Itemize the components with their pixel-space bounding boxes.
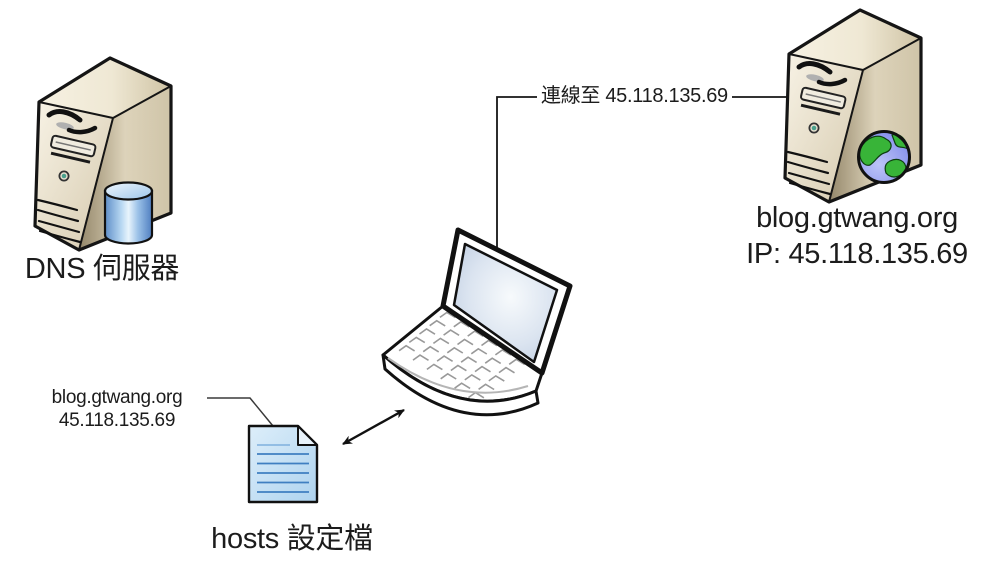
laptop-screen xyxy=(452,242,559,364)
web-server-icon xyxy=(785,10,921,202)
callout-line xyxy=(207,397,274,427)
web-server-ip: IP: 45.118.135.69 xyxy=(746,238,968,270)
globe-icon xyxy=(857,130,911,184)
hosts-entry-text: blog.gtwang.org 45.118.135.69 xyxy=(17,386,217,432)
web-server-label: blog.gtwang.org IP: 45.118.135.69 xyxy=(707,200,1000,272)
dns-server-label: DNS 伺服器 xyxy=(24,253,180,285)
web-server-domain: blog.gtwang.org xyxy=(756,202,958,234)
hosts-file-label: hosts 設定檔 xyxy=(211,523,373,555)
hosts-entry-ip: 45.118.135.69 xyxy=(58,410,176,431)
laptop-icon xyxy=(381,227,573,417)
dns-server-icon xyxy=(35,58,171,250)
hosts-file-icon xyxy=(247,424,319,504)
connection-label: 連線至 45.118.135.69 xyxy=(537,85,732,108)
hosts-entry-domain: blog.gtwang.org xyxy=(51,387,183,408)
folded-corner xyxy=(297,425,318,446)
database-icon xyxy=(103,181,154,245)
sync-arrow-icon xyxy=(342,408,405,446)
